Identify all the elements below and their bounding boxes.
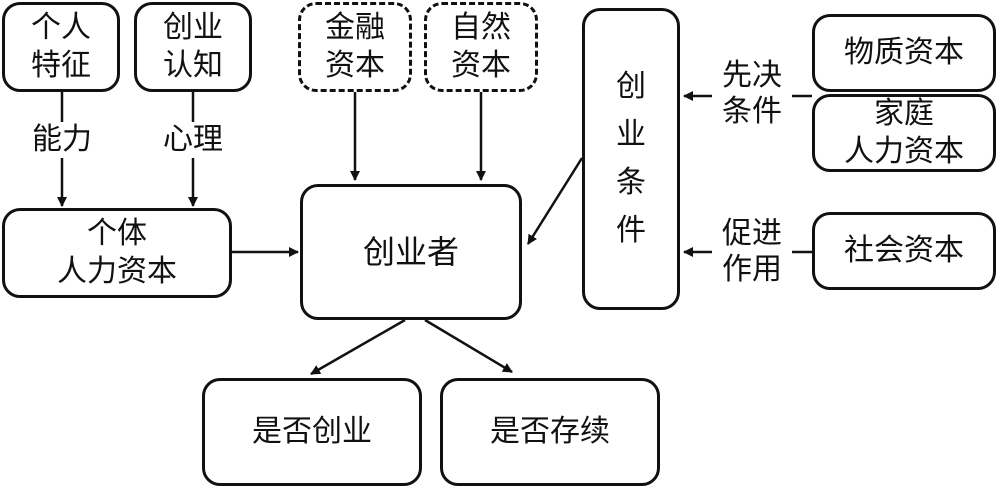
node-entrepreneurial-conditions: 创 业 条 件 — [582, 8, 680, 310]
arrow-conditions-to-entrepreneur — [526, 157, 584, 245]
arrow-entrepreneur-to-survive — [424, 318, 513, 374]
edge-label-psychology: 心理 — [153, 122, 233, 158]
edge-label-prerequisite: 先决 条件 — [712, 58, 792, 130]
node-natural-capital: 自然 资本 — [424, 2, 538, 92]
node-physical-capital: 物质资本 — [812, 14, 996, 92]
edge-label-promoting-effect: 促进 作用 — [712, 216, 792, 288]
edge-label-ability: 能力 — [22, 122, 102, 158]
node-whether-survive: 是否存续 — [440, 378, 660, 486]
node-whether-start-business: 是否创业 — [202, 378, 422, 486]
node-financial-capital: 金融 资本 — [298, 2, 412, 92]
node-entrepreneurial-cognition: 创业 认知 — [134, 2, 252, 92]
node-family-human-capital: 家庭 人力资本 — [812, 94, 996, 172]
arrow-entrepreneur-to-start — [310, 318, 406, 376]
node-individual-human-capital: 个体 人力资本 — [2, 208, 232, 298]
node-entrepreneur: 创业者 — [300, 184, 522, 320]
node-social-capital: 社会资本 — [812, 212, 996, 290]
node-personal-traits: 个人 特征 — [2, 2, 120, 92]
